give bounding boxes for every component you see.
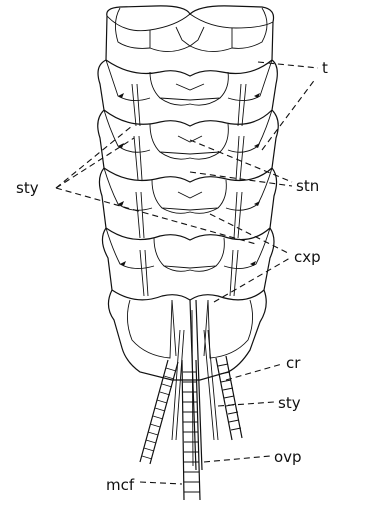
label-t: t <box>322 59 328 77</box>
label-ovp: ovp <box>274 448 302 466</box>
leader-stn-1 <box>190 140 292 182</box>
terminal-appendages <box>140 300 242 500</box>
label-cr: cr <box>286 354 301 372</box>
abdomen-body <box>98 6 279 380</box>
leader-sty-right <box>218 402 274 406</box>
label-mcf: mcf <box>106 476 135 494</box>
leader-ovp <box>204 456 270 462</box>
label-stn: stn <box>296 177 319 195</box>
label-sty-right: sty <box>278 394 301 412</box>
leader-cr <box>226 364 282 380</box>
leader-t-1 <box>258 62 318 68</box>
label-cxp: cxp <box>294 248 321 266</box>
leader-mcf <box>140 482 182 484</box>
leader-t-2 <box>262 78 316 150</box>
leader-sty-left-3 <box>56 188 256 244</box>
label-sty-left: sty <box>16 179 39 197</box>
leader-sty-left-1 <box>56 126 132 188</box>
